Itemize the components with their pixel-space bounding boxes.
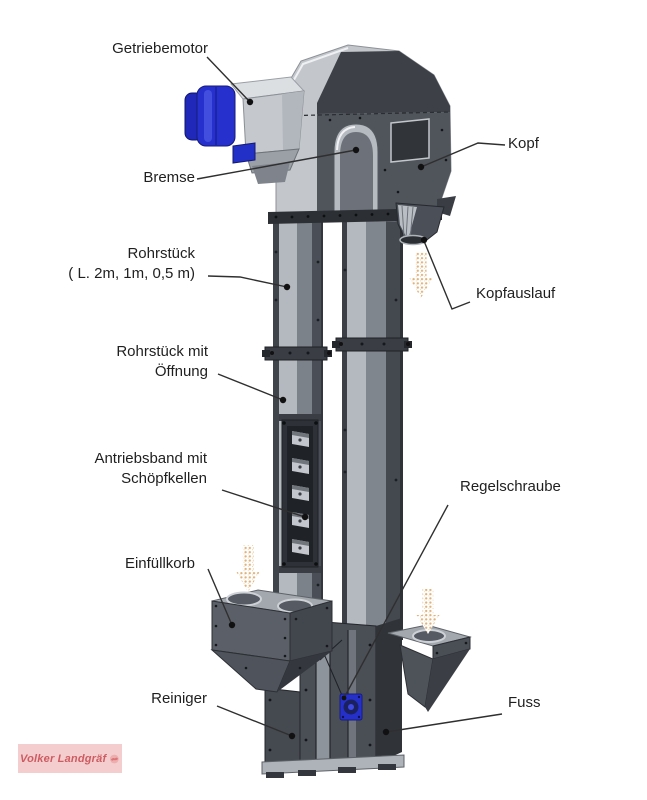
- motor-body: [184, 85, 236, 147]
- left-tube-flange: [262, 346, 332, 361]
- foot-assembly: [261, 618, 405, 778]
- label-regelschraube: Regelschraube: [460, 478, 561, 495]
- leader-rohrstueck-oeffnung: [217, 373, 284, 401]
- belt-arch-cover: [333, 123, 379, 222]
- label-getriebemotor: Getriebemotor: [112, 40, 208, 57]
- flow-arrow-head-outlet: [409, 252, 433, 298]
- flow-arrow-filling-hopper: [236, 545, 260, 592]
- leader-einfuellkorb: [207, 568, 233, 626]
- leader-antriebsband: [221, 489, 306, 518]
- label-einfuellkorb: Einfüllkorb: [124, 555, 195, 572]
- label-kopfauslauf: Kopfauslauf: [476, 285, 556, 302]
- filling-hopper: [210, 589, 333, 693]
- label-rohrstueck-line1: Rohrstück: [127, 245, 195, 262]
- leader-rohrstueck: [207, 275, 288, 288]
- label-rohrstueck-oeffnung-line2: Öffnung: [154, 363, 208, 380]
- label-rohrstueck-oeffnung: Rohrstück mit Öffnung: [30, 342, 208, 382]
- side-hopper: [387, 624, 472, 712]
- head-outlet-chute: [395, 202, 445, 246]
- leader-fuss: [385, 713, 503, 733]
- label-rohrstueck-oeffnung-line1: Rohrstück mit: [116, 343, 208, 360]
- leader-getriebemotor: [206, 56, 251, 103]
- leader-lines: [196, 56, 506, 737]
- leader-regelschraube: [343, 504, 449, 699]
- label-kopf: Kopf: [508, 135, 539, 152]
- elevator-head: [268, 44, 456, 224]
- watermark-logo-icon: [110, 754, 120, 763]
- label-antriebsband: Antriebsband mit Schöpfkellen: [30, 449, 207, 489]
- watermark: Volker Landgräf: [18, 744, 122, 773]
- label-rohrstueck-line2: ( L. 2m, 1m, 0,5 m): [68, 265, 195, 282]
- label-rohrstueck: Rohrstück ( L. 2m, 1m, 0,5 m): [30, 244, 195, 284]
- leader-bremse: [196, 149, 357, 180]
- label-fuss: Fuss: [508, 694, 541, 711]
- right-tube: [332, 221, 412, 640]
- right-tube-flange: [332, 337, 412, 352]
- label-reiniger: Reiniger: [151, 690, 207, 707]
- gear-motor: [184, 76, 306, 184]
- head-window: [390, 118, 430, 163]
- bucket-belt-panel: [279, 414, 321, 573]
- leader-kopfauslauf: [423, 240, 471, 310]
- leader-reiniger: [216, 705, 293, 737]
- flow-arrow-side-hopper: [416, 589, 440, 634]
- label-antriebsband-line2: Schöpfkellen: [121, 470, 207, 487]
- label-bremse: Bremse: [143, 169, 195, 186]
- leader-kopf: [420, 142, 506, 168]
- watermark-text: Volker Landgräf: [20, 752, 107, 765]
- brake-unit: [232, 142, 256, 164]
- label-antriebsband-line1: Antriebsband mit: [94, 450, 207, 467]
- leader-dots: [228, 98, 428, 740]
